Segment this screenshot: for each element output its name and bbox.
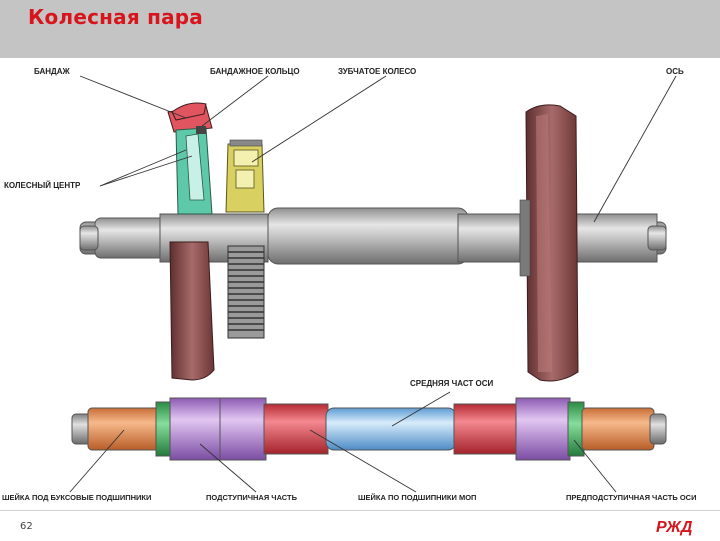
label-bandazhnoe-koltso: БАНДАЖНОЕ КОЛЬЦО: [210, 67, 300, 76]
logo-text: РЖД: [656, 519, 693, 536]
axle-sections: [71, 397, 667, 461]
left-wheel: [167, 102, 215, 381]
top-leaders: [79, 75, 677, 223]
axle-assembled: [79, 207, 667, 265]
label-os: ОСЬ: [666, 67, 684, 76]
label-sheika-mop: ШЕЙКА ПО ПОДШИПНИКИ МОП: [358, 493, 476, 502]
label-bandazh: БАНДАЖ: [34, 67, 70, 76]
label-sheika-buksovye: ШЕЙКА ПОД БУКСОВЫЕ ПОДШИПНИКИ: [2, 493, 151, 502]
wheelset-diagram: БАНДАЖ БАНДАЖНОЕ КОЛЬЦО ЗУБЧАТОЕ КОЛЕСО …: [2, 67, 696, 502]
label-zubchatoe-koleso: ЗУБЧАТОЕ КОЛЕСО: [338, 67, 416, 76]
diagram-panel: БАНДАЖ БАНДАЖНОЕ КОЛЬЦО ЗУБЧАТОЕ КОЛЕСО …: [0, 58, 720, 510]
label-predpodstupichnaya: ПРЕДПОДСТУПИЧНАЯ ЧАСТЬ ОСИ: [566, 493, 696, 502]
footer: 62 РЖД: [0, 510, 720, 541]
gear-wheel: [225, 139, 265, 339]
title-bar: Колесная пара: [0, 0, 720, 58]
rzd-logo: РЖД: [656, 519, 693, 536]
label-srednyaya-chast: СРЕДНЯЯ ЧАСТ ОСИ: [410, 379, 494, 388]
bottom-leaders: [69, 391, 617, 493]
label-podstupichnaya: ПОДСТУПИЧНАЯ ЧАСТЬ: [206, 493, 298, 502]
page-number: 62: [20, 521, 33, 532]
label-kolesny-tsentr: КОЛЕСНЫЙ ЦЕНТР: [4, 181, 81, 190]
right-wheel: [519, 104, 579, 382]
slide-title: Колесная пара: [28, 5, 204, 29]
